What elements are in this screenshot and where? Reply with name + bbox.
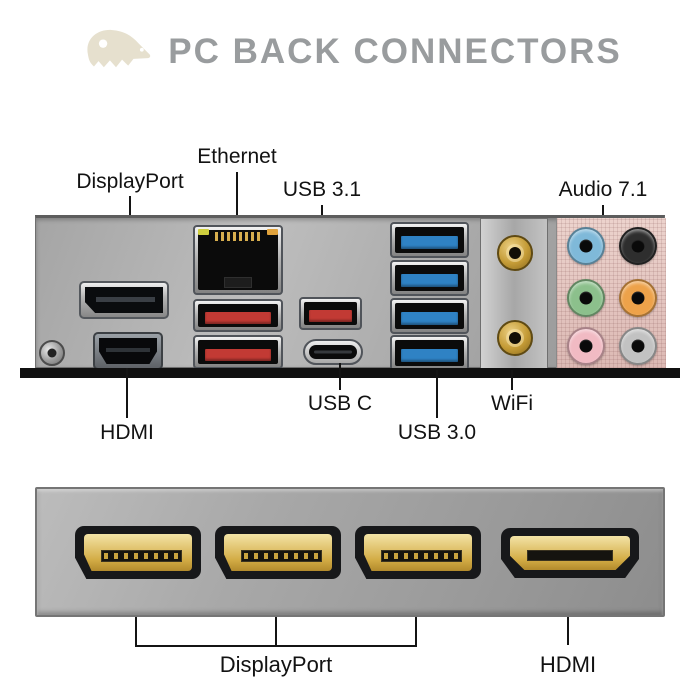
label-usb30: USB 3.0 bbox=[397, 421, 477, 444]
usb-opening bbox=[395, 340, 464, 366]
usb30-blue-port bbox=[390, 260, 469, 296]
usb31-red-port bbox=[299, 297, 362, 330]
displayport-connector-gold bbox=[224, 534, 332, 571]
displayport-connector-gold bbox=[364, 534, 472, 571]
label-hdmi-top: HDMI bbox=[100, 421, 154, 444]
label-audio71: Audio 7.1 bbox=[558, 178, 648, 201]
usb-type-c-opening bbox=[309, 345, 357, 359]
label-wifi: WiFi bbox=[491, 392, 533, 415]
usb-opening bbox=[395, 265, 464, 291]
audio-jack-orange bbox=[619, 279, 657, 317]
wifi-antenna-bracket bbox=[480, 218, 548, 371]
io-shield-panel bbox=[35, 215, 666, 371]
video-output-panel bbox=[35, 487, 665, 617]
hdmi-connector bbox=[501, 528, 639, 578]
ethernet-led-icon bbox=[267, 229, 278, 235]
displayport-connector-gold bbox=[84, 534, 192, 571]
usb-tongue-red bbox=[205, 348, 271, 361]
usb30-blue-port bbox=[390, 222, 469, 258]
page-title: PC BACK CONNECTORS bbox=[168, 32, 622, 71]
ethernet-led-icon bbox=[198, 229, 209, 235]
label-usb31: USB 3.1 bbox=[282, 178, 362, 201]
label-displayport-bottom: DisplayPort bbox=[219, 652, 333, 677]
bios-flash-button bbox=[39, 340, 65, 366]
dinosaur-logo-icon bbox=[87, 29, 151, 68]
audio-jack-blue bbox=[567, 227, 605, 265]
displayport-slot bbox=[101, 549, 183, 562]
displayport-slot bbox=[241, 549, 323, 562]
audio-jack-pink bbox=[567, 327, 605, 365]
displayport-connector bbox=[215, 526, 341, 579]
ethernet-opening bbox=[198, 230, 278, 290]
audio-jack-black bbox=[619, 227, 657, 265]
usb-opening bbox=[198, 340, 278, 364]
pointer-line-hdmi-top bbox=[126, 368, 128, 418]
usb-opening bbox=[395, 227, 464, 253]
wifi-antenna-connector bbox=[497, 320, 533, 356]
displayport-connector bbox=[355, 526, 481, 579]
usb31-red-port bbox=[193, 335, 283, 369]
audio-jack-gray bbox=[619, 327, 657, 365]
displayport-opening bbox=[85, 287, 163, 313]
label-ethernet: Ethernet bbox=[197, 145, 277, 168]
usb-tongue-blue bbox=[401, 236, 458, 250]
hdmi-port bbox=[93, 332, 163, 370]
bracket-line-dp2 bbox=[275, 617, 277, 645]
audio-jack-green bbox=[567, 279, 605, 317]
usb-tongue-red bbox=[308, 310, 353, 322]
ethernet-clip-slot bbox=[224, 277, 252, 288]
label-hdmi-bottom: HDMI bbox=[539, 652, 597, 677]
pointer-line-ethernet bbox=[236, 172, 238, 222]
usb-type-c-port bbox=[303, 339, 363, 365]
hdmi-connector-gold bbox=[510, 536, 630, 570]
header: PC BACK CONNECTORS bbox=[0, 16, 700, 88]
bracket-line-hdmi bbox=[567, 617, 569, 645]
bracket-line-dp-horizontal bbox=[135, 645, 417, 647]
label-displayport-top: DisplayPort bbox=[76, 170, 184, 193]
ethernet-gold-pins bbox=[215, 232, 261, 241]
displayport-slot bbox=[381, 549, 463, 562]
pointer-line-wifi bbox=[511, 370, 513, 390]
usb-tongue-red bbox=[205, 312, 271, 324]
usb31-red-port bbox=[193, 299, 283, 332]
panel-mounting-strip bbox=[20, 368, 680, 378]
pointer-line-audio71 bbox=[602, 205, 604, 218]
pointer-line-usbc bbox=[339, 363, 341, 390]
ethernet-rj45-port bbox=[193, 225, 283, 295]
audio-jack-cluster bbox=[556, 218, 666, 368]
usb-opening bbox=[198, 304, 278, 327]
label-usbc: USB C bbox=[307, 392, 373, 415]
usb-tongue-blue bbox=[401, 274, 458, 288]
usb-opening bbox=[395, 303, 464, 329]
bracket-line-dp3 bbox=[415, 617, 417, 645]
usb30-blue-port bbox=[390, 298, 469, 334]
bracket-line-dp1 bbox=[135, 617, 137, 645]
pointer-line-usb30 bbox=[436, 370, 438, 418]
hdmi-slot bbox=[526, 549, 614, 561]
wifi-antenna-connector bbox=[497, 235, 533, 271]
usb-tongue-blue bbox=[401, 312, 458, 326]
hdmi-opening bbox=[99, 338, 157, 364]
displayport-port bbox=[79, 281, 169, 319]
usb30-blue-port bbox=[390, 335, 469, 371]
displayport-connector bbox=[75, 526, 201, 579]
usb-tongue-blue bbox=[401, 349, 458, 363]
usb-opening bbox=[304, 302, 357, 325]
